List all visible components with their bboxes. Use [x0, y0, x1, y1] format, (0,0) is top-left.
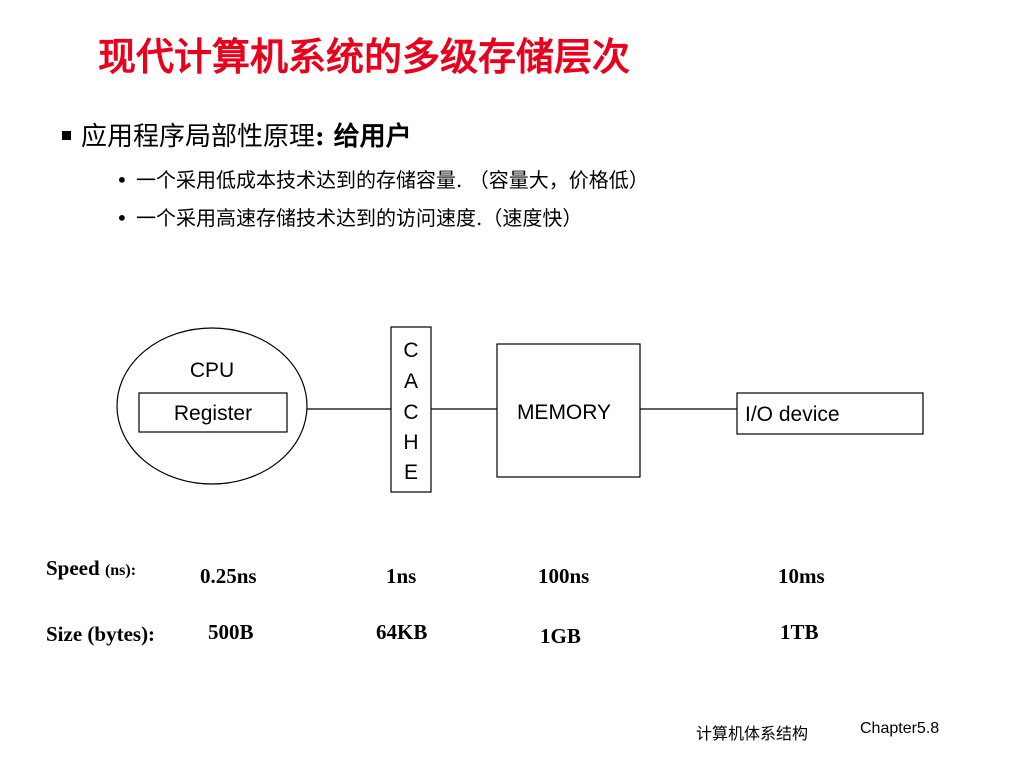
speed-register: 0.25ns — [200, 564, 257, 588]
principle-text: 应用程序局部性原理 — [81, 122, 316, 152]
principle-bullet: 应用程序局部性原理: 给用户 — [62, 116, 412, 153]
size-memory: 1GB — [540, 624, 581, 648]
principle-suffix: : 给用户 — [315, 122, 412, 152]
size-io: 1TB — [780, 620, 819, 644]
square-bullet-icon — [62, 130, 71, 140]
cache-letter: H — [403, 431, 418, 454]
cache-letter: C — [403, 401, 418, 424]
cache-letter: E — [404, 461, 418, 484]
register-label: Register — [174, 402, 252, 425]
cache-letter: A — [404, 370, 418, 393]
footer-course: 计算机体系结构 — [696, 724, 809, 743]
memory-box — [496, 343, 641, 478]
cache-letter: C — [403, 339, 418, 362]
point-text: 一个采用低成本技术达到的存储容量. （容量大，价格低） — [136, 168, 649, 192]
size-label: Size (bytes): — [46, 622, 156, 646]
size-register: 500B — [208, 620, 254, 644]
dot-bullet-icon: • — [116, 168, 128, 192]
cache-box — [390, 326, 432, 493]
io-label: I/O device — [745, 403, 840, 426]
speed-label: Speed (ns): — [46, 556, 136, 581]
speed-cache: 1ns — [386, 564, 417, 588]
point-capacity: • 一个采用低成本技术达到的存储容量. （容量大，价格低） — [116, 164, 649, 193]
cpu-label: CPU — [190, 359, 234, 382]
speed-unit: (ns): — [104, 562, 137, 579]
size-cache: 64KB — [376, 620, 428, 644]
speed-label-text: Speed — [46, 556, 100, 580]
slide-title: 现代计算机系统的多级存储层次 — [98, 35, 631, 79]
register-box — [138, 392, 288, 433]
speed-io: 10ms — [778, 564, 825, 588]
point-text: 一个采用高速存储技术达到的访问速度.（速度快） — [136, 206, 583, 230]
io-box — [736, 392, 924, 435]
memory-label: MEMORY — [517, 401, 611, 424]
footer-chapter: Chapter5.8 — [860, 720, 940, 737]
dot-bullet-icon: • — [116, 206, 128, 230]
point-speed: • 一个采用高速存储技术达到的访问速度.（速度快） — [116, 202, 582, 231]
speed-memory: 100ns — [538, 564, 590, 588]
